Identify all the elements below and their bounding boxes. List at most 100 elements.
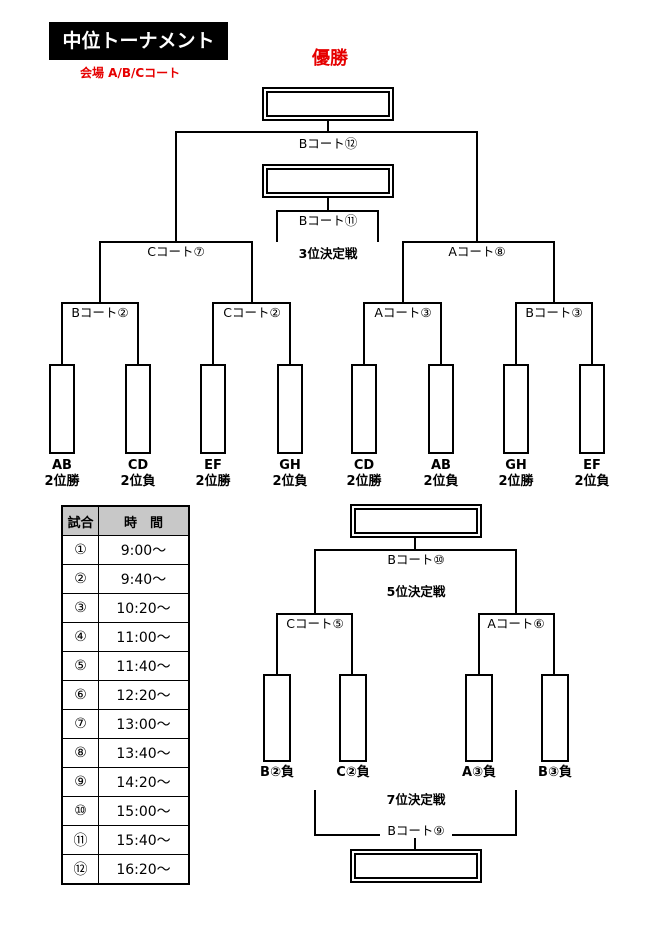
match-time: 15:00～ bbox=[98, 796, 190, 826]
semi-right-line bbox=[402, 241, 555, 303]
team-label-a3: A③負 bbox=[462, 764, 496, 780]
team-label-4a: GH bbox=[279, 458, 301, 473]
qf-line-1 bbox=[61, 302, 139, 365]
team-box-5 bbox=[351, 364, 377, 454]
match-no: ④ bbox=[61, 622, 99, 652]
fifth-left-line bbox=[276, 613, 353, 675]
team-label-8b: 2位負 bbox=[574, 473, 609, 489]
fifth-right-line bbox=[478, 613, 555, 675]
team-label-4b: 2位負 bbox=[272, 473, 307, 489]
team-label-6b: 2位負 bbox=[423, 473, 458, 489]
match-no: ⑪ bbox=[61, 825, 99, 855]
fifth-place-box-inner bbox=[354, 508, 478, 534]
match-time: 12:20～ bbox=[98, 680, 190, 710]
team-box-c2 bbox=[339, 674, 367, 762]
team-box-2 bbox=[125, 364, 151, 454]
third-place-box-inner bbox=[266, 168, 390, 194]
match-time: 15:40～ bbox=[98, 825, 190, 855]
qf-label-1: Bコート② bbox=[71, 305, 128, 320]
match-time: 13:40～ bbox=[98, 738, 190, 768]
seventh-place-title: 7位決定戦 bbox=[387, 792, 446, 807]
team-label-7b: 2位勝 bbox=[498, 473, 534, 489]
match-time: 9:00～ bbox=[98, 535, 190, 565]
fifth-place-title: 5位決定戦 bbox=[387, 584, 446, 599]
team-box-a3 bbox=[465, 674, 493, 762]
match-no: ② bbox=[61, 564, 99, 594]
team-box-1 bbox=[49, 364, 75, 454]
final-line bbox=[175, 120, 478, 242]
semi-left-line bbox=[99, 241, 253, 303]
fifth-place-line bbox=[314, 537, 517, 614]
seventh-place-box bbox=[350, 849, 482, 883]
page-title: 中位トーナメント bbox=[49, 22, 228, 60]
qf-label-4: Bコート③ bbox=[525, 305, 582, 320]
third-match-label: Bコート⑪ bbox=[299, 213, 358, 228]
team-label-c2: C②負 bbox=[336, 764, 370, 780]
winner-box-inner bbox=[266, 91, 390, 117]
match-no: ⑨ bbox=[61, 767, 99, 797]
team-label-8a: EF bbox=[583, 458, 601, 473]
team-box-b2 bbox=[263, 674, 291, 762]
match-time: 9:40～ bbox=[98, 564, 190, 594]
team-label-2b: 2位負 bbox=[120, 473, 155, 489]
team-label-5b: 2位勝 bbox=[346, 473, 382, 489]
team-label-2a: CD bbox=[128, 458, 149, 473]
team-label-3a: EF bbox=[204, 458, 222, 473]
semi-right-label: Aコート⑧ bbox=[448, 244, 505, 259]
team-box-b3 bbox=[541, 674, 569, 762]
team-box-3 bbox=[200, 364, 226, 454]
match-no: ⑫ bbox=[61, 854, 99, 885]
header-match: 試合 bbox=[61, 505, 99, 536]
match-no: ⑩ bbox=[61, 796, 99, 826]
team-box-8 bbox=[579, 364, 605, 454]
match-no: ⑧ bbox=[61, 738, 99, 768]
qf-label-3: Aコート③ bbox=[374, 305, 431, 320]
champion-label: 優勝 bbox=[312, 48, 348, 69]
third-place-line bbox=[276, 197, 379, 242]
match-no: ⑤ bbox=[61, 651, 99, 681]
fifth-match-label: Bコート⑩ bbox=[387, 552, 444, 567]
team-label-6a: AB bbox=[431, 458, 451, 473]
match-no: ③ bbox=[61, 593, 99, 623]
seventh-match-label: Bコート⑨ bbox=[387, 823, 444, 838]
final-match-label: Bコート⑫ bbox=[299, 136, 358, 151]
fifth-left-label: Cコート⑤ bbox=[286, 616, 343, 631]
match-time: 13:00～ bbox=[98, 709, 190, 739]
team-box-6 bbox=[428, 364, 454, 454]
match-no: ⑦ bbox=[61, 709, 99, 739]
match-time: 14:20～ bbox=[98, 767, 190, 797]
seventh-place-box-inner bbox=[354, 853, 478, 879]
fifth-right-label: Aコート⑥ bbox=[487, 616, 544, 631]
match-time: 16:20～ bbox=[98, 854, 190, 885]
match-time: 11:40～ bbox=[98, 651, 190, 681]
team-label-1b: 2位勝 bbox=[44, 473, 80, 489]
semi-left-label: Cコート⑦ bbox=[147, 244, 204, 259]
qf-line-3 bbox=[363, 302, 442, 365]
team-box-7 bbox=[503, 364, 529, 454]
qf-line-4 bbox=[515, 302, 593, 365]
header-time: 時 間 bbox=[98, 505, 190, 536]
match-no: ⑥ bbox=[61, 680, 99, 710]
team-label-3b: 2位勝 bbox=[195, 473, 231, 489]
team-label-b2: B②負 bbox=[260, 764, 294, 780]
team-label-5a: CD bbox=[354, 458, 375, 473]
qf-label-2: Cコート② bbox=[223, 305, 280, 320]
venue-label: 会場 A/B/Cコート bbox=[80, 66, 181, 80]
third-place-title: 3位決定戦 bbox=[299, 246, 358, 261]
team-box-4 bbox=[277, 364, 303, 454]
qf-line-2 bbox=[212, 302, 291, 365]
team-label-1a: AB bbox=[52, 458, 72, 473]
